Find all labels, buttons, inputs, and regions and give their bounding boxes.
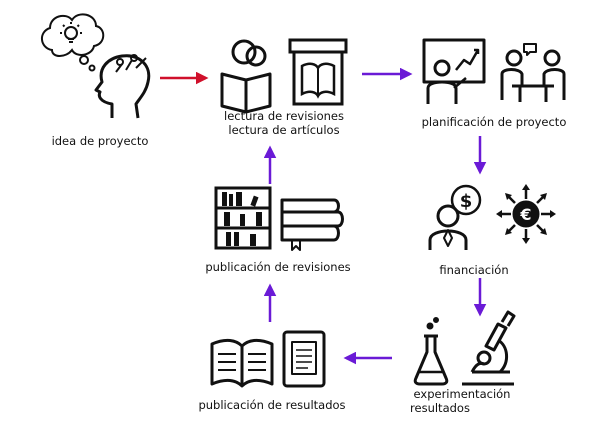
stage-label-lectura-1: lectura de revisiones: [224, 109, 344, 123]
meeting-table-icon: [500, 43, 566, 102]
euro-coin-arrows-icon: €: [496, 184, 556, 244]
investor-dollar-icon: $: [428, 184, 482, 250]
stage-label-pub-resultados: publicación de resultados: [198, 398, 345, 412]
svg-text:$: $: [460, 191, 473, 212]
presenter-chart-icon: [422, 38, 486, 104]
person-reading-icon: [220, 39, 272, 114]
svg-text:€: €: [519, 205, 531, 224]
thought-cloud-icon: [41, 13, 105, 72]
stage-label-financiacion: financiación: [439, 263, 508, 277]
microscope-icon: [462, 310, 516, 386]
bookshelf-icon: [214, 186, 272, 250]
open-book-frame-icon: [288, 38, 348, 106]
stage-label-planificacion: planificación de proyecto: [422, 115, 567, 129]
book-stack-icon: [280, 198, 344, 251]
head-lightbulb-icon: [94, 54, 151, 119]
stage-label-experimentacion-2: resultados: [410, 401, 470, 415]
flask-icon: [413, 317, 449, 386]
tablet-document-icon: [282, 330, 326, 388]
stage-label-experimentacion-1: experimentación: [414, 387, 511, 401]
open-book-icon: [210, 338, 274, 388]
stage-label-lectura-2: lectura de artículos: [228, 123, 339, 137]
stage-label-pub-revisiones: publicación de revisiones: [205, 260, 350, 274]
stage-label-idea: idea de proyecto: [52, 134, 149, 148]
